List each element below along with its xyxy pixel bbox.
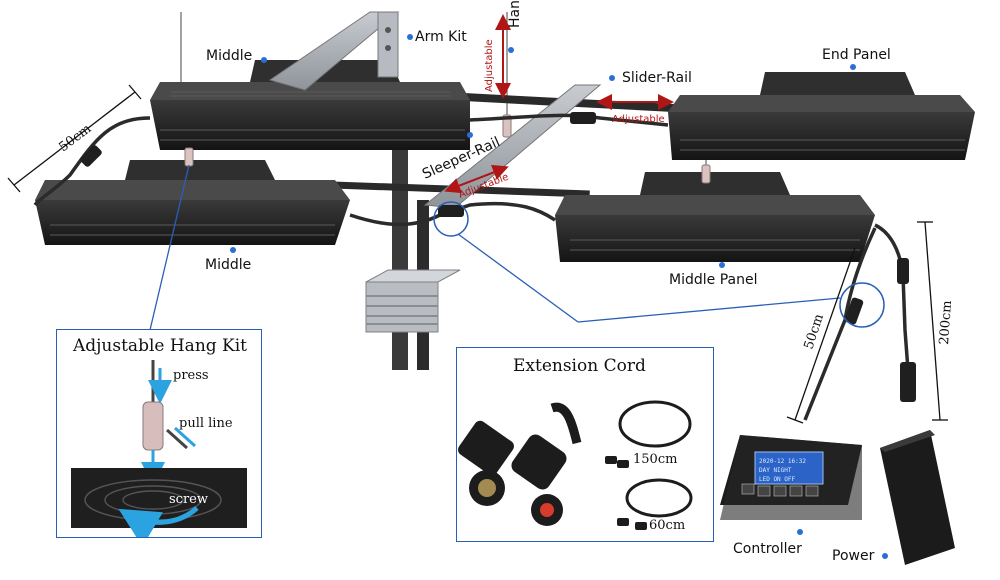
hang-kit-inset: Adjustable Hang Kit press pull line scre… [56,329,262,538]
controller-screen-line1: 2020-12 16:32 [759,458,806,465]
label-hang-kit: Hang Kit [507,0,523,28]
label-middle-top: Middle [206,48,253,64]
extension-60cm: 60cm [649,518,686,533]
dim-50cm-right: 50cm [802,312,827,351]
label-middle-panel: Middle Panel [669,272,758,288]
label-slider-rail: Slider-Rail [622,70,692,86]
callout-lines [149,164,841,331]
arm-kit-bracket [268,11,400,91]
callout-circles [433,201,885,328]
label-controller: Controller [733,541,802,557]
extension-cord-inset-art [458,400,693,530]
extension-150cm: 150cm [633,452,678,467]
hang-kit-cylinders [184,114,711,184]
label-middle-bottom: Middle [205,257,252,273]
panel-end [668,72,975,160]
controller-screen-line2: DAY NIGHT [759,467,792,474]
hang-kit-press: press [173,368,209,383]
extension-cord-inset: Extension Cord 150cm 60cm [456,347,714,542]
controller-screen-line3: LED ON OFF [759,476,796,483]
hang-kit-pull-line: pull line [179,416,233,431]
dim-200cm: 200cm [937,300,955,345]
power-supply [880,430,955,565]
hang-kit-screw: screw [169,492,208,507]
label-dots [230,34,888,559]
cable-connectors [80,112,916,402]
hang-kit-inset-title: Adjustable Hang Kit [73,336,248,356]
label-power: Power [832,548,875,564]
heatsink-bracket [365,269,461,333]
panel-middle-bottom [35,160,350,245]
adjustable-arrows [444,14,674,194]
adjustable-label-slider: Adjustable [612,114,665,125]
hang-kit-inset-art [71,360,247,537]
controller-box [720,435,862,520]
adjustable-label-hang: Adjustable [484,39,495,92]
label-arm-kit: Arm Kit [415,29,467,45]
extension-cord-inset-title: Extension Cord [513,356,646,376]
label-end-panel: End Panel [822,47,891,63]
panel-middle-right [555,172,875,262]
dimension-lines [7,84,948,424]
